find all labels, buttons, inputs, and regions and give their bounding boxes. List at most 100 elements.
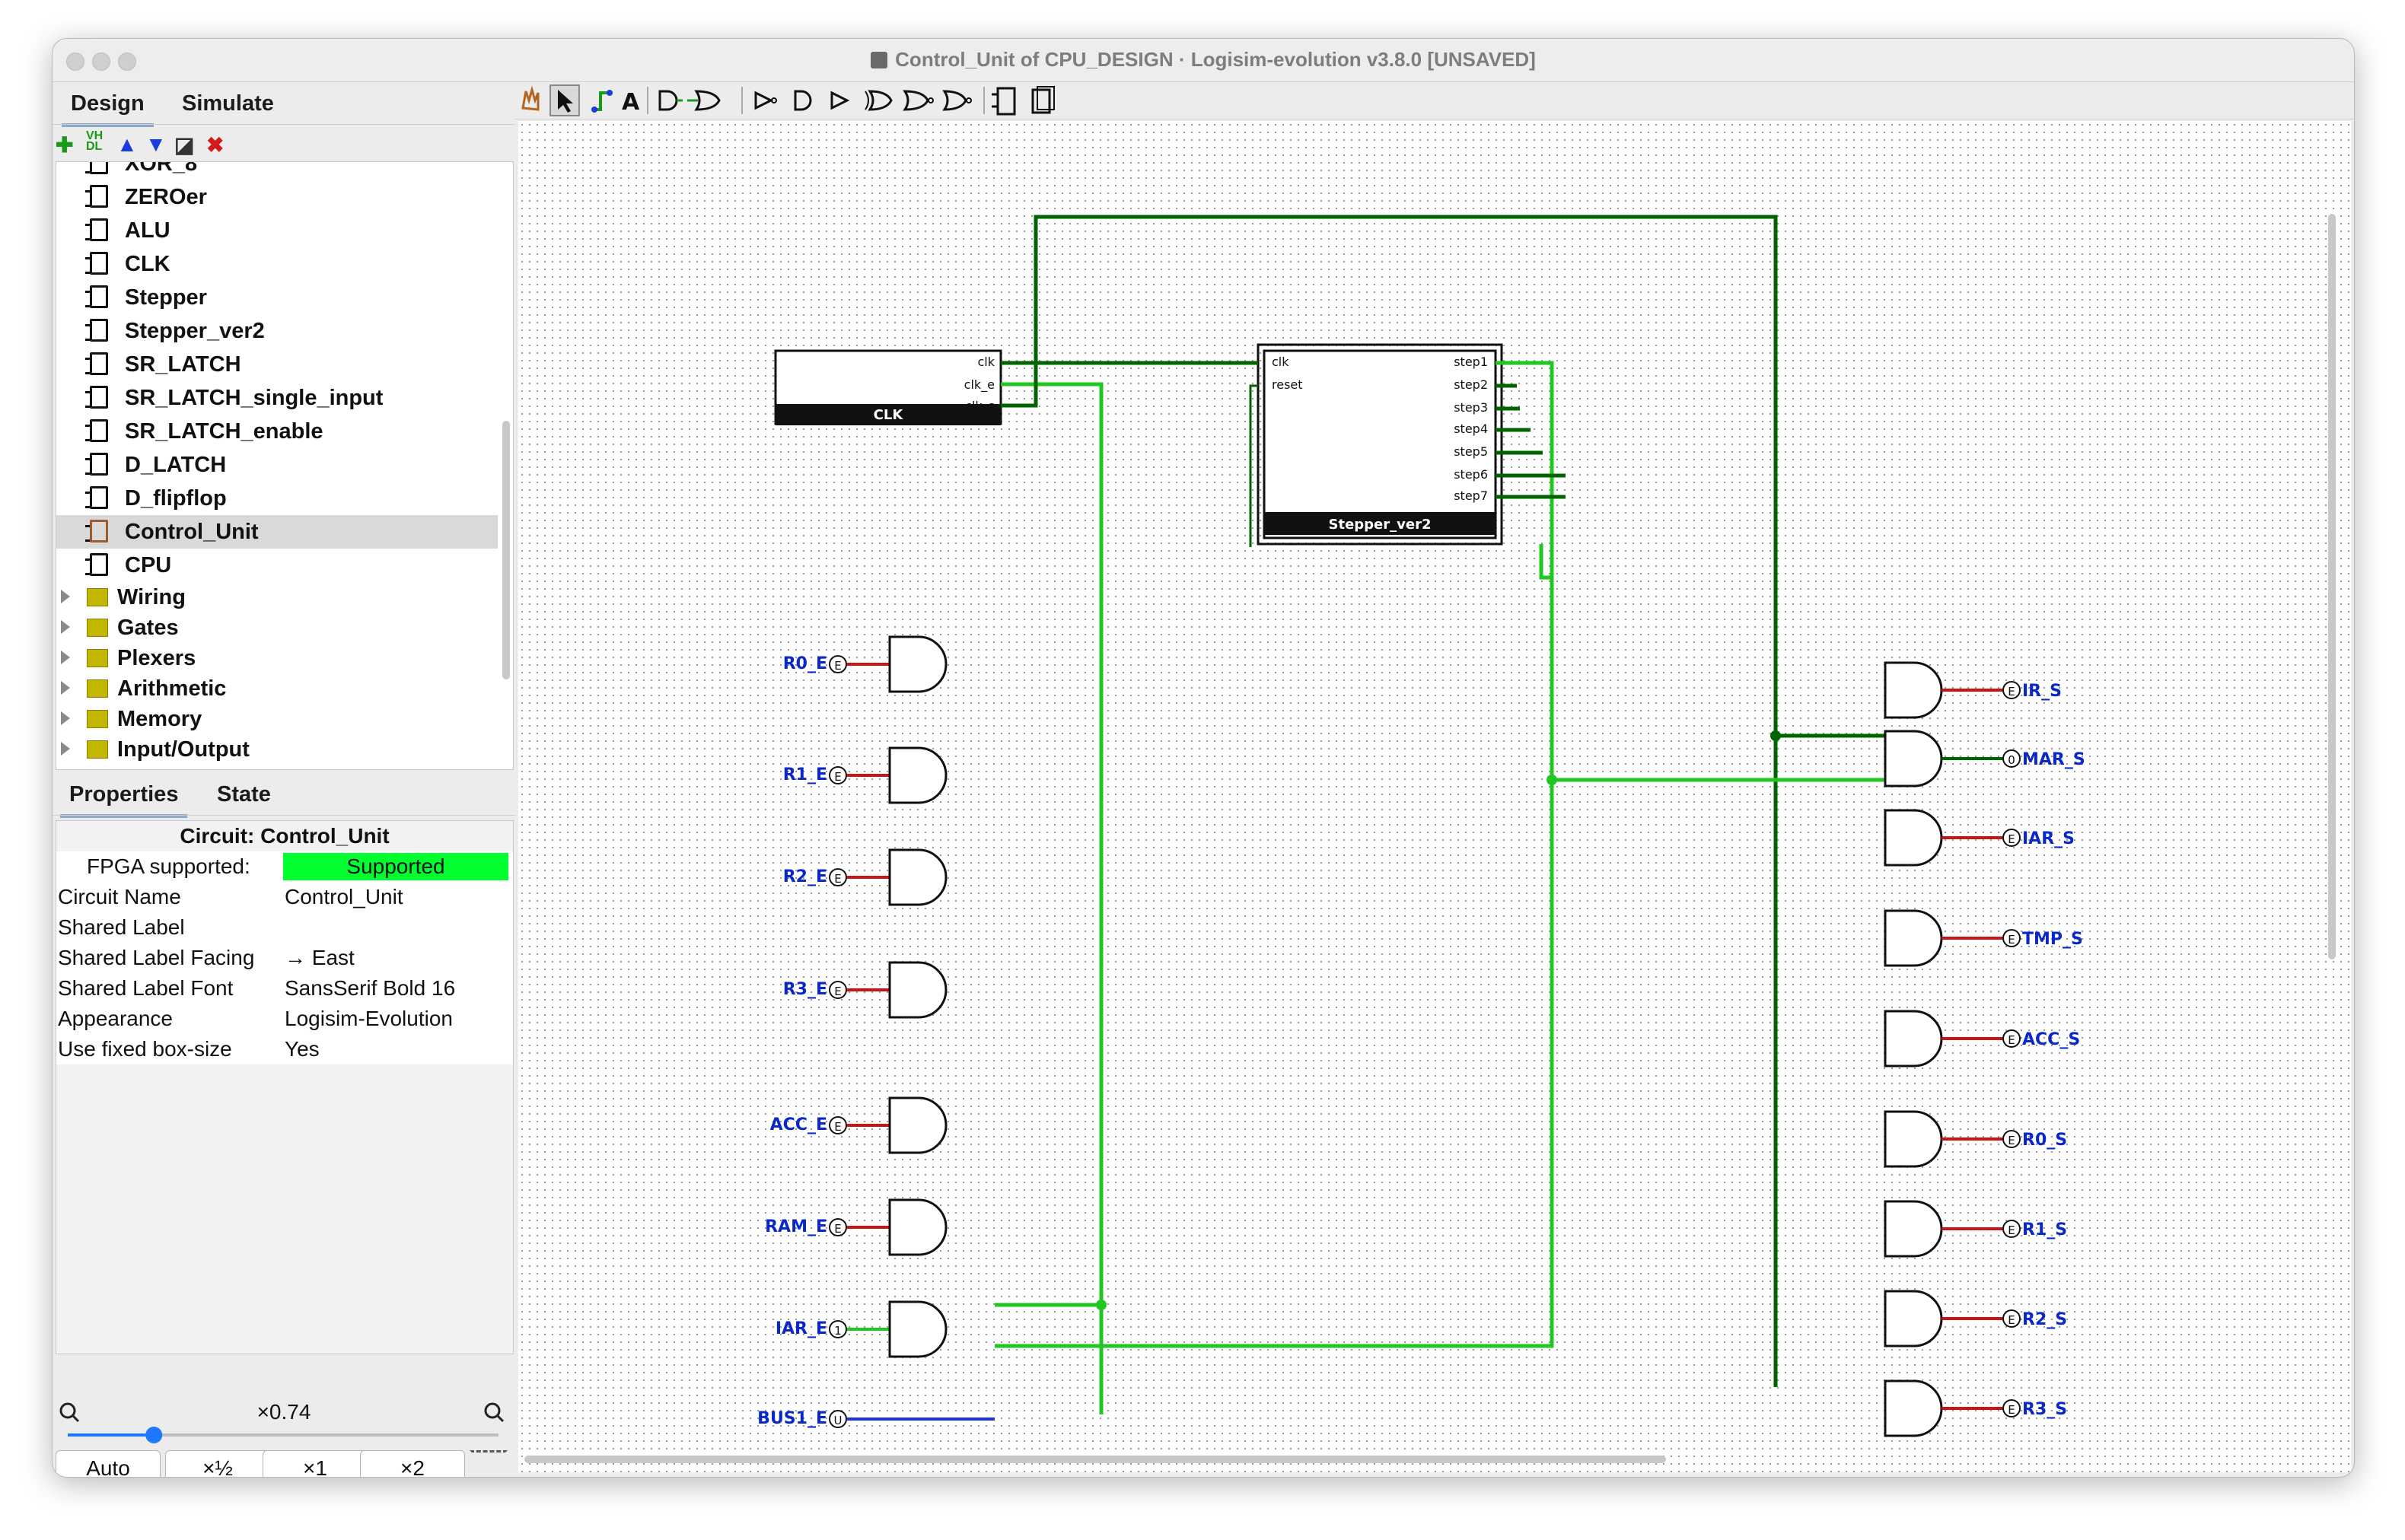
buffer-gate-icon[interactable] [754, 91, 777, 110]
tree-item[interactable]: D_LATCH [56, 448, 498, 482]
zoom-half-button[interactable]: ×½ [165, 1450, 270, 1477]
tree-item[interactable]: SR_LATCH_single_input [56, 381, 498, 415]
zoom-in-icon[interactable] [484, 1402, 505, 1423]
tree-item[interactable]: CLK [56, 247, 498, 281]
tab-design[interactable]: Design [62, 91, 154, 127]
stepper-component[interactable]: Stepper_ver2 clk reset step1 step2 step3… [1257, 343, 1503, 546]
zoom-2x-button[interactable]: ×2 [360, 1450, 465, 1477]
tunnel-marker: E [2008, 933, 2015, 947]
delete-icon[interactable]: ✖ [206, 133, 225, 157]
wiring-tool-icon[interactable] [591, 90, 613, 113]
expand-arrow-icon[interactable] [61, 711, 70, 725]
tree-scrollbar[interactable] [502, 421, 510, 679]
property-value[interactable]: Logisim-Evolution [285, 1007, 453, 1030]
zoom-auto-button[interactable]: Auto [56, 1450, 161, 1477]
right-tunnel-r3[interactable]: E R3_S [1884, 1379, 2067, 1437]
close-window-button[interactable] [66, 52, 84, 71]
tree-item[interactable]: ZEROer [56, 180, 498, 214]
property-value[interactable]: SansSerif Bold 16 [285, 976, 456, 1000]
move-down-icon[interactable]: ▼ [145, 132, 167, 156]
tree-item[interactable]: ALU [56, 214, 498, 247]
right-tunnel-iar[interactable]: E IAR_S [1884, 809, 2075, 867]
appearance-icon[interactable] [1031, 86, 1055, 114]
tab-properties[interactable]: Properties [59, 782, 188, 818]
add-circuit-icon[interactable]: ✚ [56, 133, 74, 157]
right-tunnel-ir[interactable]: E IR_S [1884, 661, 2062, 719]
tree-item[interactable]: XOR_8 [56, 162, 498, 180]
and-gate-icon[interactable] [658, 90, 683, 111]
left-tunnel-bus1[interactable]: BUS1_E U [757, 1409, 995, 1428]
zoom-window-button[interactable] [118, 52, 136, 71]
property-row[interactable]: Shared Label [56, 912, 513, 943]
right-tunnel-r0[interactable]: E R0_S [1884, 1110, 2067, 1168]
nor-gate-icon[interactable] [903, 90, 934, 111]
property-value[interactable]: Yes [285, 1037, 320, 1061]
left-tunnel-r1[interactable]: R1_E E [783, 746, 948, 804]
tree-item[interactable]: Stepper_ver2 [56, 314, 498, 348]
circuit-canvas[interactable]: CLK clk clk_e clk_s Stepper_ver2 clk res… [518, 121, 2351, 1472]
zoom-slider-knob[interactable] [145, 1427, 163, 1443]
property-row[interactable]: Shared Label Facing→ East [56, 943, 513, 973]
right-tunnel-mar[interactable]: 0 MAR_S [1884, 730, 2085, 788]
property-value[interactable]: Control_Unit [285, 885, 403, 908]
zoom-1x-button[interactable]: ×1 [263, 1450, 368, 1477]
window-title-text: Control_Unit of CPU_DESIGN · Logisim-evo… [895, 48, 1536, 71]
tree-folder[interactable]: Gates [56, 611, 498, 644]
tab-state[interactable]: State [217, 782, 271, 807]
tree-folder[interactable]: Memory [56, 702, 498, 736]
canvas-vertical-scrollbar[interactable] [2328, 214, 2336, 959]
left-tunnel-r3[interactable]: R3_E E [783, 961, 948, 1019]
text-tool-icon[interactable]: A [622, 89, 640, 116]
tree-folder[interactable]: Arithmetic [56, 672, 498, 705]
left-tunnel-iar[interactable]: IAR_E 1 [776, 1300, 948, 1358]
poke-tool-icon[interactable] [521, 85, 540, 111]
not-gate-icon[interactable] [830, 91, 850, 110]
tree-item[interactable]: D_flipflop [56, 482, 498, 515]
tree-item[interactable]: Stepper [56, 281, 498, 314]
expand-arrow-icon[interactable] [61, 590, 70, 603]
left-tunnel-r0[interactable]: R0_E E [783, 635, 948, 693]
right-tunnel-r2[interactable]: E R2_S [1884, 1290, 2067, 1348]
expand-arrow-icon[interactable] [61, 651, 70, 664]
minimize-window-button[interactable] [92, 52, 110, 71]
fit-screen-icon[interactable] [470, 1450, 508, 1477]
zoom-out-icon[interactable] [59, 1402, 80, 1423]
left-tunnel-ram[interactable]: RAM_E E [765, 1198, 948, 1256]
right-tunnel-acc[interactable]: E ACC_S [1884, 1010, 2080, 1068]
tab-simulate[interactable]: Simulate [182, 91, 274, 116]
xnor-gate-icon[interactable] [942, 90, 972, 111]
move-up-icon[interactable]: ▲ [116, 132, 138, 156]
tree-folder[interactable]: Plexers [56, 641, 498, 675]
tree-item[interactable]: SR_LATCH_enable [56, 415, 498, 448]
or-gate-icon[interactable] [687, 90, 721, 111]
canvas-horizontal-scrollbar[interactable] [524, 1456, 1666, 1463]
xor-gate-icon[interactable] [865, 90, 893, 111]
nand-gate-icon[interactable] [794, 90, 812, 111]
circuit-drawing: CLK clk clk_e clk_s Stepper_ver2 clk res… [757, 215, 2085, 1437]
subcircuit-icon[interactable] [992, 87, 1016, 116]
expand-arrow-icon[interactable] [61, 681, 70, 695]
tree-item[interactable]: CPU [56, 549, 498, 582]
circuit-icon [85, 162, 108, 174]
circuit-icon [85, 419, 108, 442]
wires[interactable] [995, 215, 1885, 1414]
right-tunnel-r1[interactable]: E R1_S [1884, 1200, 2067, 1258]
tree-item[interactable]: SR_LATCH [56, 348, 498, 381]
property-value[interactable]: → East [285, 946, 355, 969]
select-tool-icon[interactable] [549, 84, 580, 116]
right-tunnel-tmp[interactable]: E TMP_S [1884, 909, 2083, 967]
clk-component[interactable]: CLK clk clk_e clk_s [774, 349, 1002, 425]
edit-appearance-icon[interactable]: ◪ [174, 133, 195, 157]
tree-folder[interactable]: Input/Output [56, 733, 498, 766]
tree-item-selected[interactable]: Control_Unit [56, 515, 498, 549]
expand-arrow-icon[interactable] [61, 742, 70, 756]
tree-folder[interactable]: Wiring [56, 581, 498, 614]
left-tunnel-r2[interactable]: R2_E E [783, 848, 948, 906]
expand-arrow-icon[interactable] [61, 620, 70, 634]
left-tunnel-acc[interactable]: ACC_E E [770, 1096, 948, 1154]
